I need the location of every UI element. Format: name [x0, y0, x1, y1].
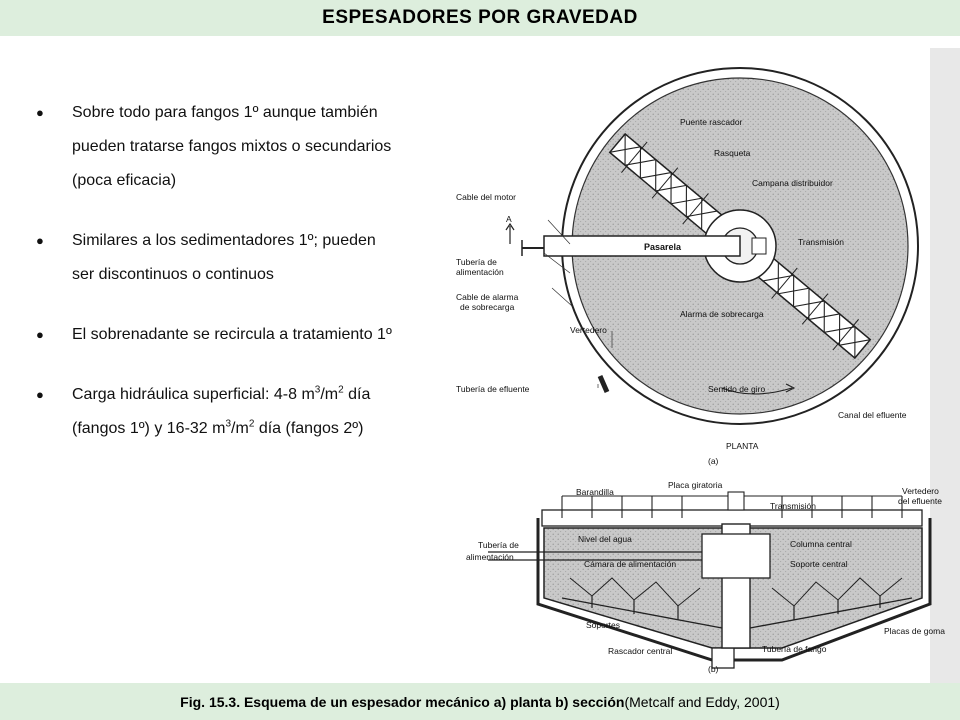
bullet-text-part: /m: [231, 420, 249, 437]
drive-section: [727, 491, 745, 511]
label-alarma: Alarma de sobrecarga: [680, 309, 764, 319]
bullet-text: Sobre todo para fangos 1º aunque también…: [72, 104, 392, 189]
label-vertedero-plan: Vertedero: [570, 325, 607, 335]
label-tuberia-alim-plan-1: Tubería de: [456, 257, 497, 267]
label-nivel-agua: Nivel del agua: [578, 534, 632, 544]
label-tuberia-efluente: Tubería de efluente: [456, 384, 530, 394]
section-view: Barandilla Placa giratoria Vertedero del…: [466, 480, 945, 674]
bullet-text: Carga hidráulica superficial: 4-8 m3/m2 …: [72, 384, 371, 437]
label-vertedero-section-2: del efluente: [898, 496, 942, 506]
bullet-dot-icon: ●: [36, 233, 44, 248]
label-tag-b: (b): [708, 664, 719, 674]
label-cable-motor: Cable del motor: [456, 192, 516, 202]
thickener-figure: Puente rascador Rasqueta Campana distrib…: [452, 48, 960, 688]
bullet-text: El sobrenadante se recircula a tratamien…: [72, 326, 392, 343]
feed-pipe-section: [488, 551, 702, 561]
superscript: 3: [225, 418, 232, 430]
title-bar: ESPESADORES POR GRAVEDAD: [0, 0, 960, 36]
label-transmision-plan: Transmisión: [798, 237, 844, 247]
label-puente-rascador: Puente rascador: [680, 117, 743, 127]
label-vertedero-section-1: Vertedero: [902, 486, 939, 496]
label-placas-goma: Placas de goma: [884, 626, 945, 636]
bullet-dot-icon: ●: [36, 387, 44, 402]
label-tag-a: (a): [708, 456, 719, 466]
label-tuberia-alim-section-2: alimentación: [466, 552, 514, 562]
bullet-dot-icon: ●: [36, 105, 44, 120]
label-pasarela: Pasarela: [644, 242, 682, 252]
label-campana: Campana distribuidor: [752, 178, 833, 188]
bullet-text-part: día (fangos 2º): [254, 420, 364, 437]
label-camara-alimentacion: Cámara de alimentación: [584, 559, 676, 569]
superscript: 3: [314, 384, 321, 396]
bullet-text-part: /m: [320, 386, 339, 403]
label-planta: PLANTA: [726, 441, 759, 451]
bullet-item: ●Carga hidráulica superficial: 4-8 m3/m2…: [32, 378, 392, 446]
handrail: [561, 495, 903, 518]
feed-well: [701, 533, 771, 579]
superscript: 2: [338, 384, 344, 396]
caption-citation: (Metcalf and Eddy, 2001): [624, 693, 780, 710]
label-barandilla: Barandilla: [576, 487, 614, 497]
label-transmision-section: Transmisión: [770, 501, 816, 511]
bullet-text: Similares a los sedimentadores 1º; puede…: [72, 232, 376, 283]
tank-section-wall: [536, 518, 932, 662]
label-cable-alarma-2: de sobrecarga: [460, 302, 515, 312]
label-tuberia-fango: Tubería de fango: [762, 644, 827, 654]
bullet-list: ● Sobre todo para fangos 1º aunque tambié…: [32, 96, 392, 472]
bullet-dot-icon: ●: [36, 327, 44, 342]
bullet-text-part: día (fangos 1º) y 16-32 m: [72, 386, 371, 437]
label-tuberia-alim-section-1: Tubería de: [478, 540, 519, 550]
page-scan-edge: [930, 48, 960, 688]
label-section-a: A: [506, 214, 512, 224]
leader-lines-plan: [543, 219, 613, 388]
bullet-item: ● Similares a los sedimentadores 1º; pued…: [32, 224, 392, 292]
bullet-item: ● Sobre todo para fangos 1º aunque tambié…: [32, 96, 392, 198]
label-soporte-central: Soporte central: [790, 559, 848, 569]
page-title: ESPESADORES POR GRAVEDAD: [322, 7, 638, 28]
bullet-text-part: Carga hidráulica superficial: 4-8 m: [72, 386, 315, 403]
scraper-blades: [591, 596, 881, 620]
superscript: 2: [248, 418, 255, 430]
rotation-arrow-icon: [785, 383, 796, 393]
walkway: [543, 235, 741, 257]
plan-view: Puente rascador Rasqueta Campana distrib…: [456, 67, 919, 466]
caption-bold: Fig. 15.3. Esquema de un espesador mecán…: [180, 693, 625, 710]
label-rasqueta: Rasqueta: [714, 148, 751, 158]
effluent-pipe-plan: [597, 374, 610, 394]
section-arrow-icon: [505, 222, 515, 244]
figure-caption: Fig. 15.3. Esquema de un espesador mecán…: [0, 683, 960, 720]
label-rascador-central: Rascador central: [608, 646, 672, 656]
label-soportes: Soportes: [586, 620, 620, 630]
label-sentido-giro: Sentido de giro: [708, 384, 765, 394]
bullet-item: ● El sobrenadante se recircula a tratamie…: [32, 318, 392, 352]
label-tuberia-alim-plan-2: alimentación: [456, 267, 504, 277]
label-columna-central: Columna central: [790, 539, 852, 549]
thickener-diagram: Puente rascador Rasqueta Campana distrib…: [456, 48, 960, 688]
label-placa-giratoria: Placa giratoria: [668, 480, 723, 490]
label-canal-efluente: Canal del efluente: [838, 410, 907, 420]
label-cable-alarma-1: Cable de alarma: [456, 292, 519, 302]
